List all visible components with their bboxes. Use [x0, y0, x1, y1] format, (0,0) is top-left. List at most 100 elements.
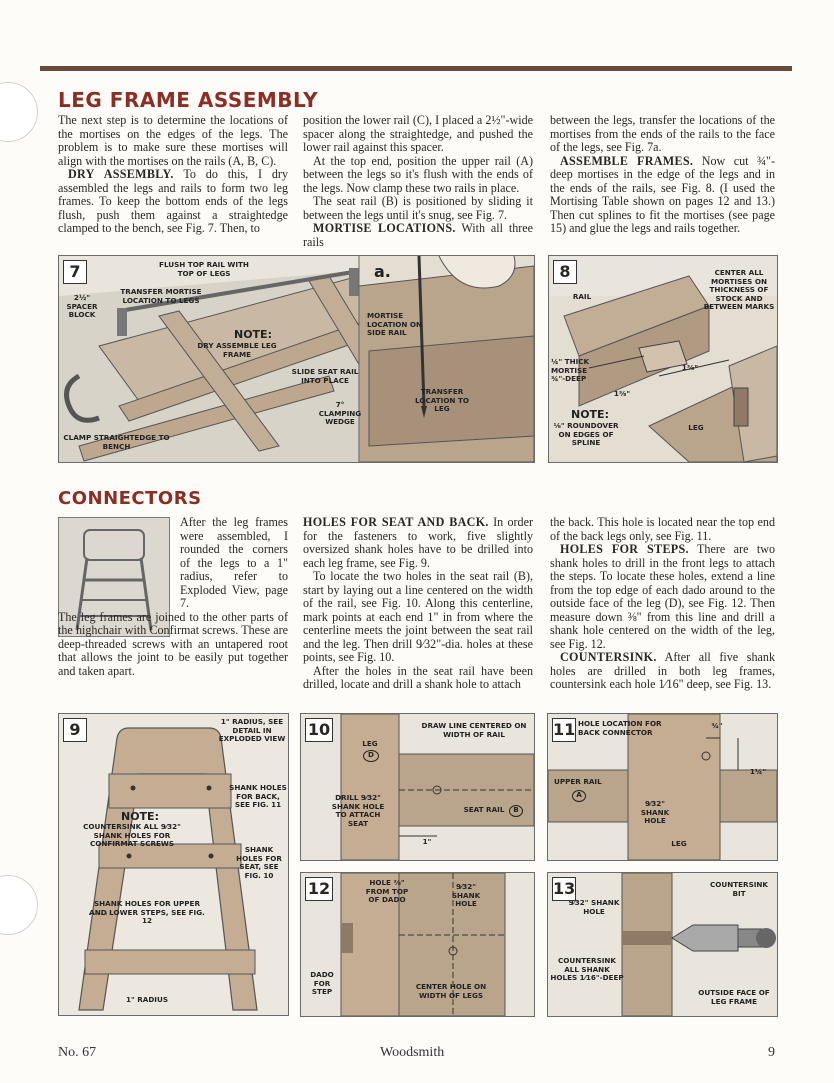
figure-10-number: 10	[305, 718, 333, 742]
figure-9-drawing	[78, 727, 258, 1011]
label-center-hole: CENTER HOLE ON WIDTH OF LEGS	[415, 982, 487, 1000]
run-in-head: HOLES FOR STEPS.	[560, 542, 689, 556]
figure-7: 7 a. FLUSH TOP RAIL WITH TOP OF LEGS TRA…	[58, 255, 535, 463]
label-countersink-note: COUNTERSINK ALL 9⁄32" SHANK HOLES FOR CO…	[83, 822, 181, 848]
label-radius-bottom: 1" RADIUS	[126, 995, 168, 1004]
figure-11: 11 HOLE LOCATION FOR BACK CONNECTOR ¾" 1…	[547, 713, 778, 861]
label-draw-line: DRAW LINE CENTERED ON WIDTH OF RAIL	[421, 721, 527, 739]
paragraph: The next step is to determine the locati…	[58, 113, 288, 168]
paragraph-text: With all three rails	[303, 221, 533, 249]
label-shank-hole: 9⁄32" SHANK HOLE	[568, 898, 620, 916]
label-transfer-mortise: TRANSFER MORTISE LOCATION TO LEGS	[120, 287, 202, 305]
label-hole-location: HOLE LOCATION FOR BACK CONNECTOR	[578, 719, 662, 737]
run-in-head: HOLES FOR SEAT AND BACK.	[303, 515, 489, 529]
run-in-head: DRY ASSEMBLY.	[68, 167, 174, 181]
figure-11-drawing	[548, 714, 777, 860]
figure-13-drawing	[621, 873, 776, 1016]
paragraph: position the lower rail (C), I placed a …	[303, 113, 533, 154]
label-dado-for-step: DADO FOR STEP	[310, 970, 334, 996]
run-in-head: COUNTERSINK.	[560, 650, 657, 664]
paragraph: The seat rail (B) is positioned by slidi…	[303, 194, 533, 222]
paragraph: the back. This hole is located near the …	[550, 515, 775, 543]
figure-12-number: 12	[305, 877, 333, 901]
paragraph: COUNTERSINK. After all five shank holes …	[550, 650, 775, 692]
figure-8-number: 8	[553, 260, 577, 284]
label-slide-seat-rail: SLIDE SEAT RAIL INTO PLACE	[291, 367, 359, 385]
paragraph-text: In order for the fasteners to work, five…	[303, 515, 534, 570]
label-hole-from-dado: HOLE ⅜" FROM TOP OF DADO	[365, 878, 409, 904]
paragraph: At the top end, position the upper rail …	[303, 153, 533, 195]
paragraph-text: After all five shank holes are drilled i…	[550, 650, 775, 691]
highchair-drawing	[75, 529, 153, 631]
label-dim-side: 1¼"	[749, 767, 767, 776]
label-dim-1: 1⅜"	[681, 363, 699, 372]
figure-7a-label: a.	[374, 262, 391, 281]
label-shank-hole: 9⁄32" SHANK HOLE	[451, 882, 481, 908]
punch-hole-bottom	[0, 875, 38, 935]
label-leg: LEG	[362, 739, 378, 748]
paragraph: After the leg frames were assembled, I r…	[180, 515, 288, 610]
label-seat-rail-tag: B	[509, 805, 523, 817]
paragraph: between the legs, transfer the locations…	[550, 113, 775, 154]
paragraph: To locate the two holes in the seat rail…	[303, 569, 533, 664]
label-leg-tag: D	[363, 750, 379, 762]
label-countersink-all: COUNTERSINK ALL SHANK HOLES 1⁄16"-DEEP	[550, 956, 624, 982]
figure-10: 10 DRAW LINE CENTERED ON WIDTH OF RAIL L…	[300, 713, 535, 861]
paragraph-text: There are two shank holes to drill in th…	[550, 542, 775, 651]
leg-frame-col-1: The next step is to determine the locati…	[58, 113, 288, 236]
label-dim-2: 1⅜"	[613, 389, 631, 398]
label-dry-assemble: DRY ASSEMBLE LEG FRAME	[197, 341, 277, 359]
label-transfer-location: TRANSFER LOCATION TO LEG	[415, 387, 469, 413]
note-heading: NOTE:	[121, 810, 159, 823]
note-heading: NOTE:	[571, 408, 609, 421]
paragraph-text: Now cut ¾"-deep mortises in the edge of …	[550, 153, 775, 235]
label-clamping-wedge: 7° CLAMPING WEDGE	[318, 400, 362, 426]
label-leg: LEG	[688, 423, 704, 432]
connectors-col-3: the back. This hole is located near the …	[550, 515, 775, 692]
label-flush-top-rail: FLUSH TOP RAIL WITH TOP OF LEGS	[159, 260, 249, 278]
note-heading: NOTE:	[234, 328, 272, 341]
label-upper-rail: UPPER RAIL	[554, 777, 602, 786]
paragraph: After the holes in the seat rail have be…	[303, 663, 533, 691]
label-holes-back: SHANK HOLES FOR BACK, SEE FIG. 11	[229, 783, 287, 809]
paragraph: HOLES FOR SEAT AND BACK. In order for th…	[303, 515, 534, 570]
label-dim-top: ¾"	[711, 721, 723, 730]
run-in-head: ASSEMBLE FRAMES.	[560, 153, 694, 168]
figure-8-drawing	[549, 275, 777, 462]
label-dim: 1"	[422, 837, 432, 846]
figure-9-number: 9	[63, 718, 87, 742]
figure-13: 13 9⁄32" SHANK HOLE COUNTERSINK BIT COUN…	[547, 872, 778, 1017]
paragraph: MORTISE LOCATIONS. With all three rails	[303, 221, 533, 249]
label-countersink-bit: COUNTERSINK BIT	[709, 880, 769, 898]
leg-frame-col-2: position the lower rail (C), I placed a …	[303, 113, 533, 249]
label-outside-face: OUTSIDE FACE OF LEG FRAME	[698, 988, 770, 1006]
label-roundover: ⅛" ROUNDOVER ON EDGES OF SPLINE	[553, 421, 619, 447]
figure-8: 8 RAIL CENTER ALL MORTISES ON THICKNESS …	[548, 255, 778, 463]
footer-issue: No. 67	[58, 1045, 97, 1060]
label-mortise-location: MORTISE LOCATION ON SIDE RAIL	[367, 311, 423, 337]
label-center-mortises: CENTER ALL MORTISES ON THICKNESS OF STOC…	[703, 268, 775, 311]
label-clamp-straightedge: CLAMP STRAIGHTEDGE TO BENCH	[63, 433, 170, 451]
section-title-leg-frame: LEG FRAME ASSEMBLY	[58, 88, 319, 112]
leg-frame-col-3: between the legs, transfer the locations…	[550, 113, 775, 236]
paragraph: DRY ASSEMBLY. To do this, I dry assemble…	[58, 167, 288, 236]
punch-hole-top	[0, 82, 38, 142]
label-radius-top: 1" RADIUS, SEE DETAIL IN EXPLODED VIEW	[218, 717, 286, 743]
label-quarter-thick-mortise: ¼" THICK MORTISE ¾"-DEEP	[551, 357, 590, 383]
figure-11-number: 11	[552, 718, 576, 742]
figure-7-number: 7	[63, 260, 87, 284]
paragraph: The leg frames are joined to the other p…	[58, 609, 288, 678]
figure-12-drawing	[340, 873, 506, 1016]
footer-magazine: Woodsmith	[380, 1045, 445, 1060]
highchair-illustration	[58, 517, 170, 637]
footer-page-number: 9	[768, 1045, 775, 1060]
paragraph-text: To do this, I dry assembled the legs and…	[58, 167, 288, 235]
label-shank-hole: 9⁄32" SHANK HOLE	[640, 799, 670, 825]
figure-9: 9 1" RADIUS, SEE DETAIL IN EXPLODED VIEW…	[58, 713, 289, 1016]
label-rail: RAIL	[572, 292, 592, 301]
paragraph: ASSEMBLE FRAMES. Now cut ¾"-deep mortise…	[550, 153, 775, 236]
label-drill-hole: DRILL 9⁄32" SHANK HOLE TO ATTACH SEAT	[331, 793, 385, 828]
label-upper-rail-tag: A	[572, 790, 586, 802]
figure-13-number: 13	[552, 877, 576, 901]
paragraph: HOLES FOR STEPS. There are two shank hol…	[550, 542, 775, 651]
